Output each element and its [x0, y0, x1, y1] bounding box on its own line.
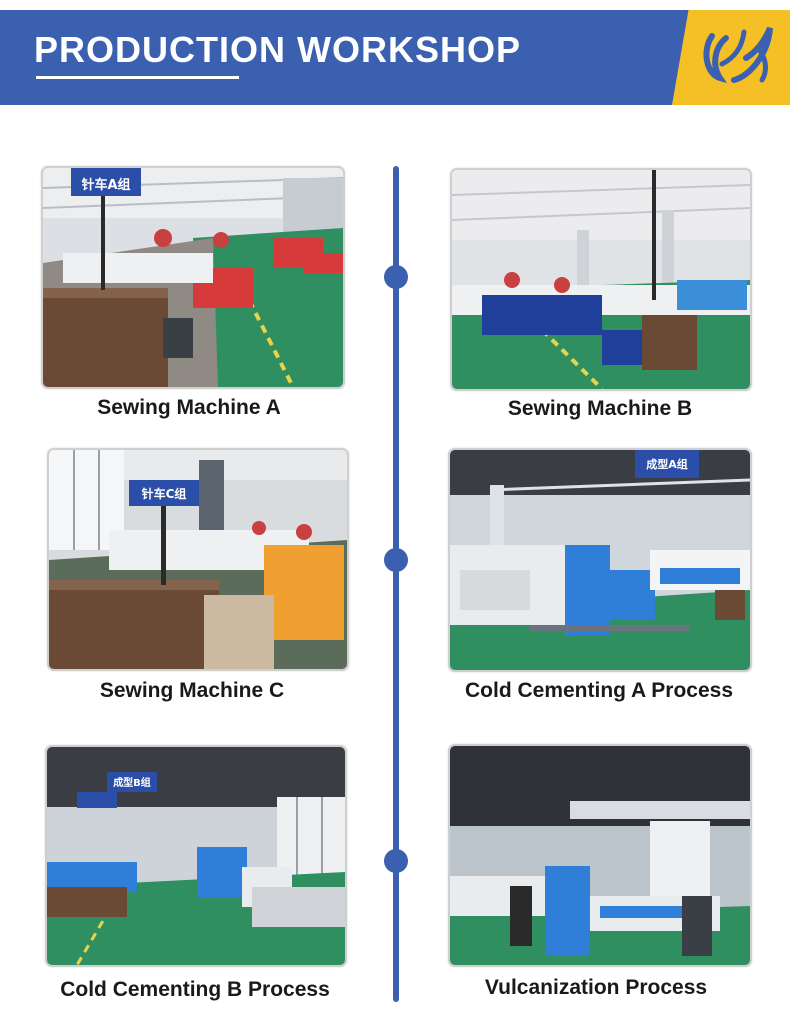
sewing-machine-b-photo [450, 168, 752, 391]
sewing-machine-c-photo: 针车C组 [47, 448, 349, 671]
sewing-machine-a-photo: 针车A组 [41, 166, 345, 389]
title-underline [36, 76, 239, 79]
workshop-sign: 针车C组 [141, 487, 187, 501]
page-title: PRODUCTION WORKSHOP [34, 29, 521, 70]
timeline-dot [384, 849, 408, 873]
cold-cementing-a-photo: 成型A组 [448, 448, 752, 672]
timeline-dot [384, 265, 408, 289]
workshop-sign: 针车A组 [81, 178, 131, 193]
header-banner: PRODUCTION WORKSHOP [0, 10, 790, 105]
cold-cementing-b-caption: Cold Cementing B Process [60, 978, 330, 1001]
sewing-machine-b-caption: Sewing Machine B [507, 397, 693, 420]
sewing-machine-a-caption: Sewing Machine A [97, 396, 281, 419]
timeline-line [393, 166, 399, 1002]
vulcanization-caption: Vulcanization Process [484, 976, 708, 999]
cold-cementing-a-caption: Cold Cementing A Process [465, 679, 733, 702]
sewing-machine-c-caption: Sewing Machine C [99, 679, 285, 702]
brand-logo-icon [703, 26, 773, 84]
cold-cementing-b-photo: 成型B组 [45, 745, 347, 967]
workshop-sign: 成型A组 [646, 458, 688, 471]
workshop-sign: 成型B组 [113, 778, 151, 789]
brand-logo [672, 10, 790, 105]
vulcanization-photo [448, 744, 752, 967]
timeline-dot [384, 548, 408, 572]
